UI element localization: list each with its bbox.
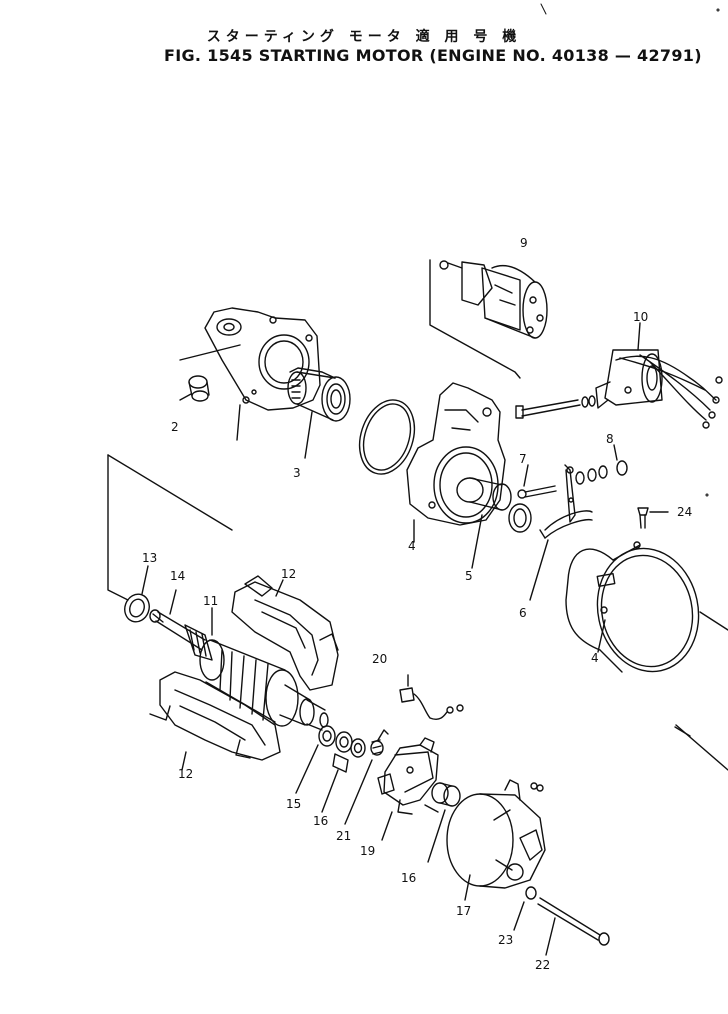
label-part-7: 7	[519, 452, 527, 466]
scan-specks	[540, 3, 720, 497]
label-part-15: 15	[286, 797, 301, 811]
label-part-3: 3	[293, 466, 301, 480]
parts-22-23-bolt-washer	[513, 886, 610, 956]
part-2-bushing	[179, 375, 210, 402]
part-12-field-coil-lower	[149, 671, 281, 771]
label-part-20: 20	[372, 652, 387, 666]
part-4-lever-housing	[406, 382, 506, 543]
label-part-22: 22	[535, 958, 550, 972]
part-19-brush-holder	[377, 737, 439, 841]
label-part-23: 23	[498, 933, 513, 947]
part-20-brush-lead	[399, 674, 464, 721]
label-part-13: 13	[142, 551, 157, 565]
title-english: FIG. 1545 STARTING MOTOR (ENGINE NO. 401…	[164, 46, 702, 65]
label-part-21: 21	[336, 829, 351, 843]
o-ring	[358, 399, 416, 475]
label-part-9: 9	[520, 236, 528, 250]
part-5-plunger	[456, 477, 512, 569]
label-part-2: 2	[171, 420, 179, 434]
solenoid-bolt	[515, 395, 596, 419]
label-part-4-yoke: 4	[591, 651, 599, 665]
label-part-17: 17	[456, 904, 471, 918]
part-number-labels: 9 10 2 8 3 7 24 4 13 14 12 5 11 6 4 20 1…	[142, 236, 692, 972]
label-part-14: 14	[170, 569, 185, 583]
part-17-end-frame	[446, 779, 546, 901]
label-part-16-bushing: 16	[401, 871, 416, 885]
part-6-clamp	[529, 464, 593, 601]
label-part-16-washer: 16	[313, 814, 328, 828]
part-4-yoke	[565, 541, 700, 673]
part-11-armature	[149, 589, 329, 731]
part-7-screw	[517, 464, 557, 499]
part-12-field-coil-upper	[231, 575, 339, 691]
label-part-12-lower: 12	[178, 767, 193, 781]
part-3-pinion-clutch	[287, 367, 351, 459]
part-18-bushing	[427, 782, 461, 863]
label-part-24: 24	[677, 505, 692, 519]
part-1-drive-housing	[204, 307, 321, 441]
parts-15-16-21-washers-spring	[295, 725, 389, 825]
label-part-11: 11	[203, 594, 218, 608]
label-part-6: 6	[519, 606, 527, 620]
label-part-5: 5	[465, 569, 473, 583]
washer-plunger	[508, 503, 532, 533]
guide-lines	[107, 259, 728, 771]
label-part-4-housing: 4	[408, 539, 416, 553]
label-part-12-upper: 12	[281, 567, 296, 581]
part-8-nuts	[575, 444, 628, 485]
label-part-10: 10	[633, 310, 648, 324]
part-9-magnetic-switch	[439, 260, 548, 339]
part-24-screw	[637, 507, 669, 529]
part-10-solenoid	[595, 322, 723, 429]
label-part-8: 8	[606, 432, 614, 446]
label-part-19: 19	[360, 844, 375, 858]
part-13-snap-ring	[124, 565, 150, 623]
title-japanese: スターティング モータ 適 用 号 機	[206, 29, 522, 45]
